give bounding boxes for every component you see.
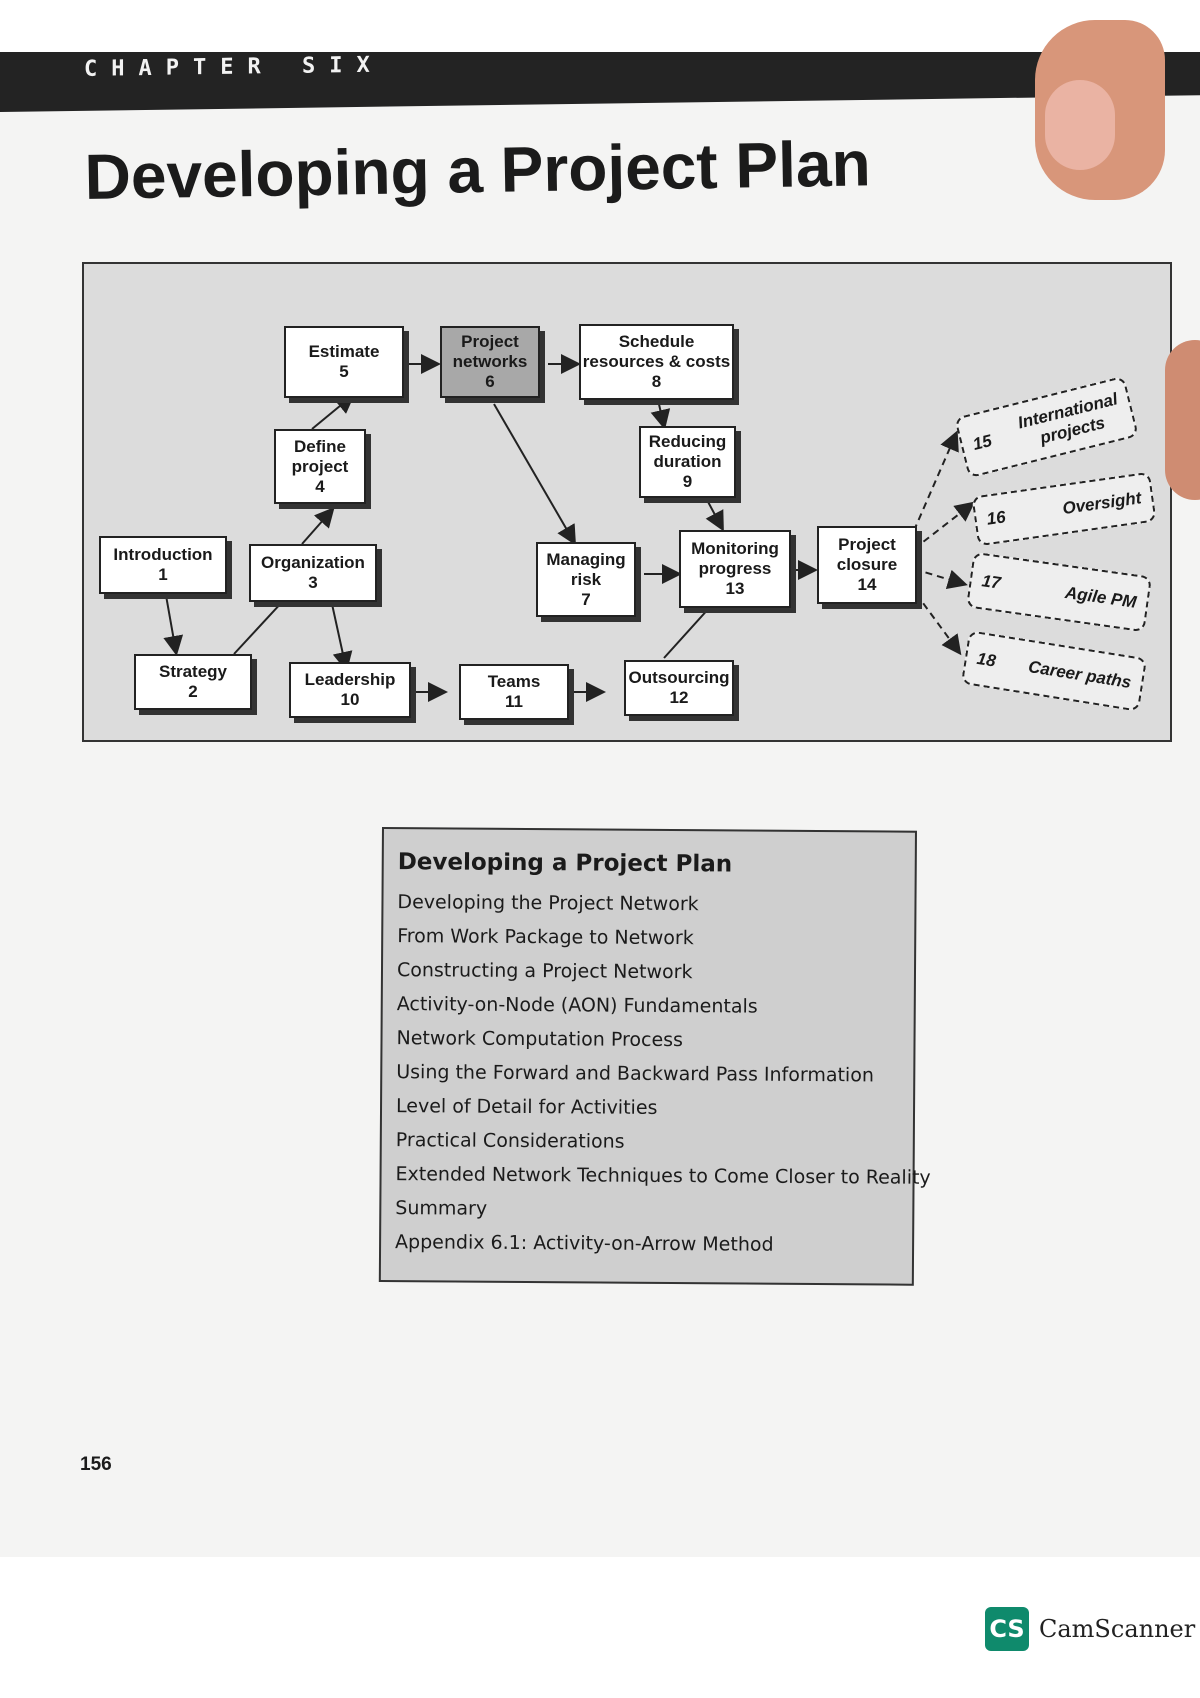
book-page: CHAPTER SIX Developing a Project Plan — [0, 52, 1200, 1557]
node-define-project: Define project 4 — [274, 429, 366, 504]
node-label: Oversight — [1061, 488, 1143, 519]
node-number: 11 — [505, 692, 523, 711]
node-label-line: progress — [698, 559, 772, 578]
contents-item: Using the Forward and Backward Pass Info… — [396, 1061, 874, 1087]
holding-finger — [1165, 340, 1200, 500]
node-label-line: networks — [452, 352, 528, 371]
node-number: 6 — [485, 372, 495, 391]
contents-item: Summary — [395, 1197, 488, 1220]
node-label-line: Reducing — [648, 432, 727, 451]
node-number: 3 — [308, 573, 318, 592]
node-label-line: Project — [838, 535, 896, 554]
node-label-line: Schedule — [618, 332, 695, 351]
arrow-closure-oversight — [913, 501, 976, 550]
arrow-introduction-strategy — [163, 583, 184, 656]
node-label: Career paths — [1026, 657, 1133, 693]
node-label-line: Managing — [546, 549, 626, 569]
node-teams: Teams 11 — [459, 664, 569, 720]
contents-item: From Work Package to Network — [397, 925, 694, 950]
node-label-line: Project — [461, 332, 519, 351]
arrow-closure-agile — [913, 568, 968, 589]
node-number: 7 — [581, 589, 591, 609]
chapter-band: CHAPTER SIX — [0, 52, 1200, 112]
camscanner-logo-icon: CS — [985, 1607, 1029, 1651]
node-number: 12 — [669, 688, 689, 707]
node-number: 1 — [158, 565, 168, 584]
node-organization: Organization 3 — [249, 544, 377, 602]
node-label-line: duration — [653, 452, 722, 471]
node-label: Teams — [487, 672, 541, 691]
node-number: 5 — [339, 362, 349, 381]
node-label: Organization — [261, 553, 365, 572]
contents-item: Practical Considerations — [395, 1129, 625, 1153]
node-label: Introduction — [113, 545, 213, 564]
arrow-schedule-reducing — [650, 399, 671, 430]
node-label: Outsourcing — [628, 668, 730, 687]
node-leadership: Leadership 10 — [289, 662, 411, 718]
node-estimate: Estimate 5 — [284, 326, 404, 398]
node-number: 16 — [985, 507, 1007, 529]
node-label-line: Define — [294, 436, 346, 456]
arrow-organization-leadership — [331, 603, 353, 672]
node-label-line: Monitoring — [691, 539, 779, 558]
node-number: 15 — [970, 430, 994, 454]
contents-item: Level of Detail for Activities — [395, 1095, 658, 1119]
node-number: 17 — [980, 571, 1002, 593]
arrow-organization-define — [301, 507, 335, 545]
contents-item: Activity-on-Node (AON) Fundamentals — [396, 993, 758, 1018]
contents-item: Network Computation Process — [396, 1027, 684, 1052]
node-label-line: risk — [570, 569, 602, 589]
arrow-closure-career — [908, 583, 962, 656]
node-label-line: resources & costs — [582, 352, 731, 371]
arrow-closure-international — [908, 430, 959, 543]
node-number: 10 — [340, 690, 360, 709]
chapter-flow-diagram: Introduction 1 Strategy 2 Organization 3… — [82, 262, 1172, 742]
node-number: 8 — [651, 372, 662, 391]
node-label: Agile PM — [1063, 582, 1138, 612]
node-schedule-resources: Schedule resources & costs 8 — [579, 324, 734, 400]
node-label: Leadership — [304, 670, 396, 689]
node-number: 13 — [725, 579, 745, 598]
node-managing-risk: Managing risk 7 — [536, 542, 636, 617]
node-number: 2 — [188, 682, 198, 701]
arrow-networks-risk — [493, 403, 577, 546]
node-label: Strategy — [158, 662, 228, 681]
node-label: Estimate — [308, 342, 380, 361]
contents-item: Appendix 6.1: Activity-on-Arrow Method — [395, 1231, 774, 1256]
contents-item: Extended Network Techniques to Come Clos… — [395, 1163, 931, 1189]
node-label-line: project — [291, 456, 349, 476]
node-label-line: closure — [836, 555, 898, 574]
node-project-networks: Project networks 6 — [440, 326, 540, 398]
node-number: 18 — [975, 648, 998, 671]
contents-item: Constructing a Project Network — [396, 959, 693, 984]
node-strategy: Strategy 2 — [134, 654, 252, 710]
camscanner-name: CamScanner — [1039, 1615, 1196, 1643]
chapter-contents-box: Developing a Project Plan Developing the… — [378, 827, 931, 1286]
chapter-label: CHAPTER SIX — [84, 52, 384, 82]
node-outsourcing: Outsourcing 12 — [624, 660, 734, 716]
page-title: Developing a Project Plan — [84, 127, 872, 213]
node-monitoring-progress: Monitoring progress 13 — [679, 530, 791, 608]
node-project-closure: Project closure 14 — [817, 526, 917, 604]
node-reducing-duration: Reducing duration 9 — [639, 426, 736, 498]
contents-list: Developing the Project Network From Work… — [395, 885, 931, 1263]
node-number: 14 — [857, 575, 877, 594]
contents-heading: Developing a Project Plan — [397, 849, 733, 878]
node-introduction: Introduction 1 — [99, 536, 227, 594]
contents-item: Developing the Project Network — [397, 891, 699, 916]
thumbnail — [1045, 80, 1115, 170]
node-number: 4 — [315, 476, 325, 496]
page-number: 156 — [80, 1454, 112, 1475]
camscanner-watermark: CS CamScanner — [985, 1607, 1195, 1651]
node-number: 9 — [682, 472, 693, 491]
arrow-define-estimate — [311, 393, 356, 430]
arrow-reducing-monitoring — [705, 497, 724, 532]
